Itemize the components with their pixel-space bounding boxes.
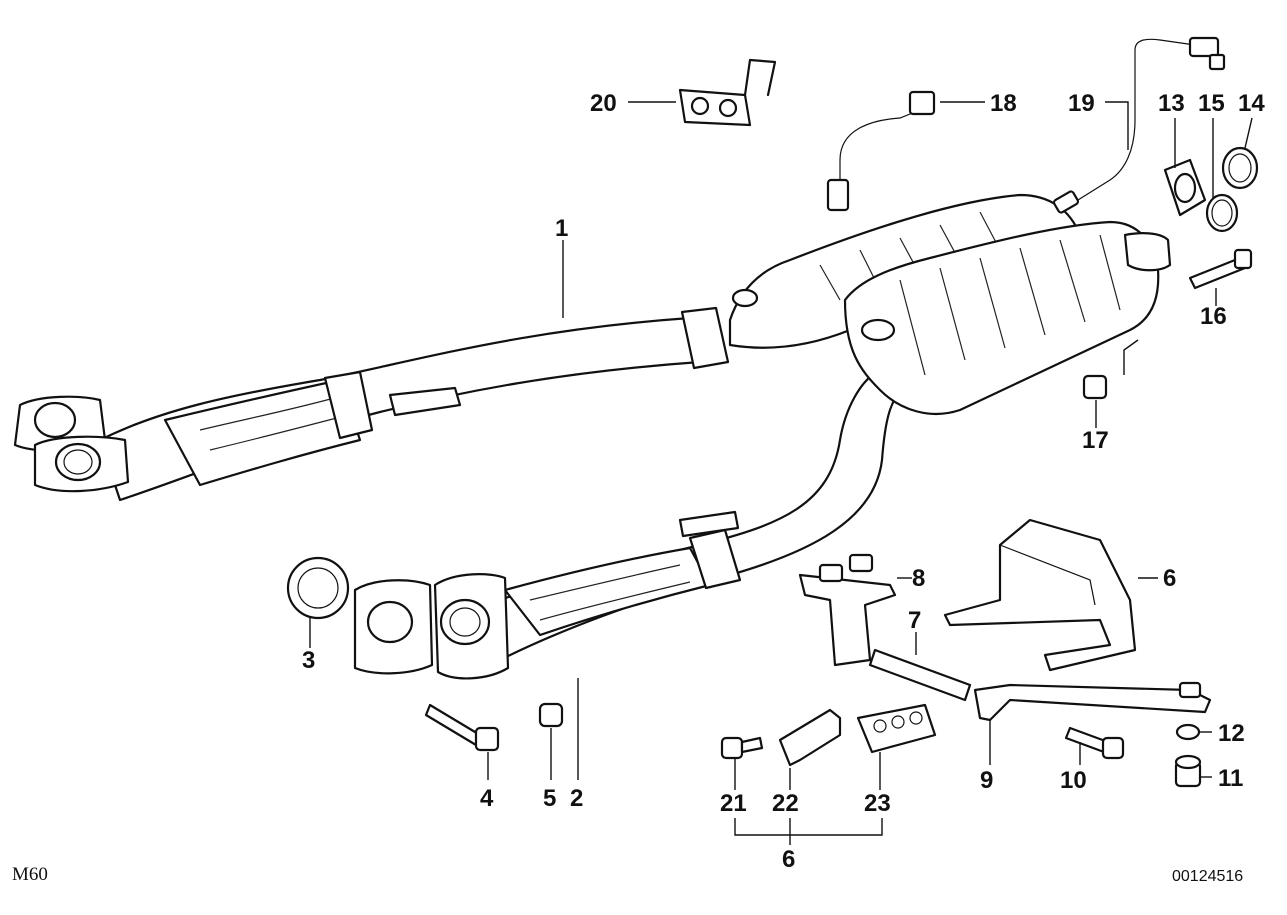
bolt-11 <box>1174 754 1202 788</box>
callout-6-lower: 6 <box>782 846 795 873</box>
catalytic-converter-front <box>843 220 1172 415</box>
callout-23: 23 <box>864 790 891 817</box>
flange-upper-left <box>13 395 130 493</box>
nut-17 <box>1082 374 1108 400</box>
ring-15 <box>1205 193 1239 233</box>
callout-15: 15 <box>1198 90 1225 117</box>
oxygen-sensor-18 <box>826 90 936 212</box>
callout-9: 9 <box>980 767 993 794</box>
nut-5 <box>538 702 564 728</box>
callout-labels: 20 18 19 13 15 14 1 16 17 3 4 5 2 8 6 7 … <box>302 90 1265 873</box>
engine-code-label: M60 <box>12 864 48 885</box>
callout-1: 1 <box>555 215 568 242</box>
bolt-21 <box>720 736 764 760</box>
callout-11: 11 <box>1218 765 1243 792</box>
callout-22: 22 <box>772 790 799 817</box>
callout-19: 19 <box>1068 90 1095 117</box>
callout-16: 16 <box>1200 303 1227 330</box>
gasket-3 <box>286 556 350 620</box>
callout-14: 14 <box>1238 90 1265 117</box>
rubber-mount-23 <box>856 703 937 754</box>
callout-21: 21 <box>720 790 747 817</box>
callout-8: 8 <box>912 565 925 592</box>
heat-shield-6 <box>943 518 1137 672</box>
washer-12 <box>1175 723 1201 741</box>
callout-10: 10 <box>1060 767 1087 794</box>
leader-lines <box>309 101 1253 845</box>
bracket-8 <box>798 553 897 667</box>
ring-14 <box>1221 146 1259 190</box>
callout-5: 5 <box>543 785 556 812</box>
front-pipe-upper <box>98 306 730 502</box>
flange-lower-left <box>353 573 510 680</box>
callout-20: 20 <box>590 90 617 117</box>
bolt-4 <box>424 703 500 752</box>
callout-6-upper: 6 <box>1163 565 1176 592</box>
bracket-20 <box>678 58 777 127</box>
callout-18: 18 <box>990 90 1017 117</box>
oxygen-sensor-19 <box>1052 36 1226 214</box>
callout-3: 3 <box>302 647 315 674</box>
callout-17: 17 <box>1082 427 1109 454</box>
bolt-10 <box>1064 726 1125 760</box>
callout-13: 13 <box>1158 90 1185 117</box>
callout-4: 4 <box>480 785 494 812</box>
bracket-9 <box>973 681 1212 722</box>
callout-7: 7 <box>908 607 921 634</box>
bolt-16 <box>1188 248 1253 290</box>
drawing-number-label: 00124516 <box>1172 868 1244 885</box>
clamp-22 <box>778 708 842 767</box>
callout-2: 2 <box>570 785 583 812</box>
callout-12: 12 <box>1218 720 1245 747</box>
strap-7 <box>868 648 972 702</box>
gasket-13 <box>1163 158 1207 217</box>
